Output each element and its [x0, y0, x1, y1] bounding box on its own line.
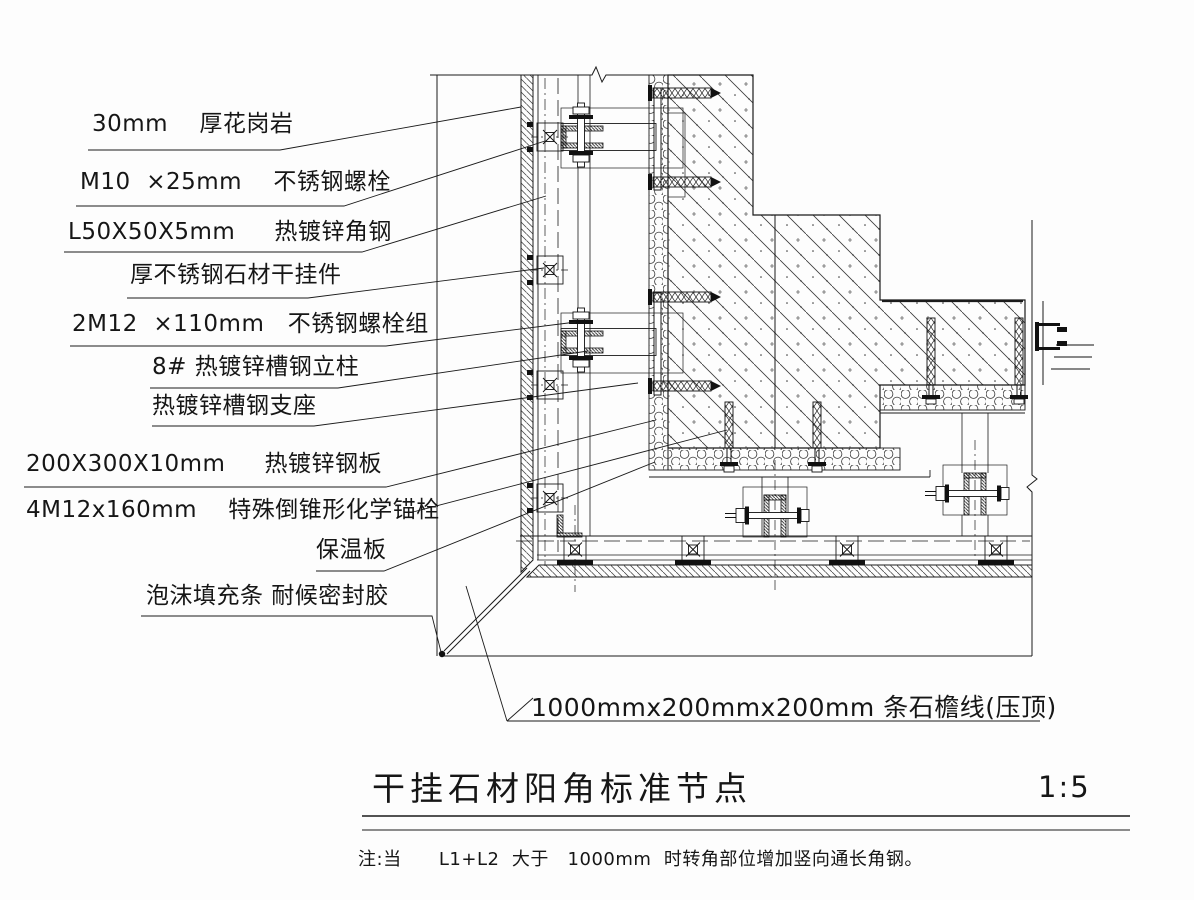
callout-insulation: 保温板	[316, 537, 387, 563]
channel-support-assemblies-bottom	[724, 413, 1010, 592]
title-rules	[362, 815, 1130, 831]
callout-angle: L50X50X5mm 热镀锌角钢	[68, 219, 392, 245]
insulation-board	[648, 74, 1026, 478]
boundary-lines	[430, 65, 1044, 657]
callout-hanger: 厚不锈钢石材干挂件	[130, 262, 342, 288]
right-clip-detail	[1035, 322, 1094, 370]
callout-channel: 8# 热镀锌槽钢立柱	[152, 354, 360, 380]
drawing-title: 干挂石材阳角标准节点	[372, 769, 752, 808]
granite-panel-bottom	[516, 505, 1033, 592]
callout-support: 热镀锌槽钢支座	[152, 393, 317, 419]
callout-plate: 200X300X10mm 热镀锌钢板	[26, 451, 382, 477]
callout-sealant: 泡沫填充条 耐候密封胶	[146, 583, 389, 609]
corner-joint	[438, 567, 531, 658]
callout-leaders	[24, 106, 1040, 722]
stone-hangers-left	[526, 121, 572, 514]
callout-granite: 30mm 厚花岗岩	[92, 111, 294, 137]
drawing-note: 注:当 L1+L2 大于 1000mm 时转角部位增加竖向通长角钢。	[358, 849, 923, 870]
callout-bolt-2m12: 2M12 ×110mm 不锈钢螺栓组	[72, 311, 429, 337]
corner-angle-steel	[556, 514, 583, 538]
callout-bolt-m10: M10 ×25mm 不锈钢螺栓	[80, 169, 391, 195]
cornice-caption: 1000mmx200mmx200mm 条石檐线(压顶)	[531, 693, 1057, 722]
callout-anchor: 4M12x160mm 特殊倒锥形化学锚栓	[26, 497, 440, 523]
drawing-scale: 1:5	[1038, 770, 1091, 804]
stone-hangers-bottom	[556, 535, 1015, 566]
granite-panel-vertical	[520, 74, 591, 574]
